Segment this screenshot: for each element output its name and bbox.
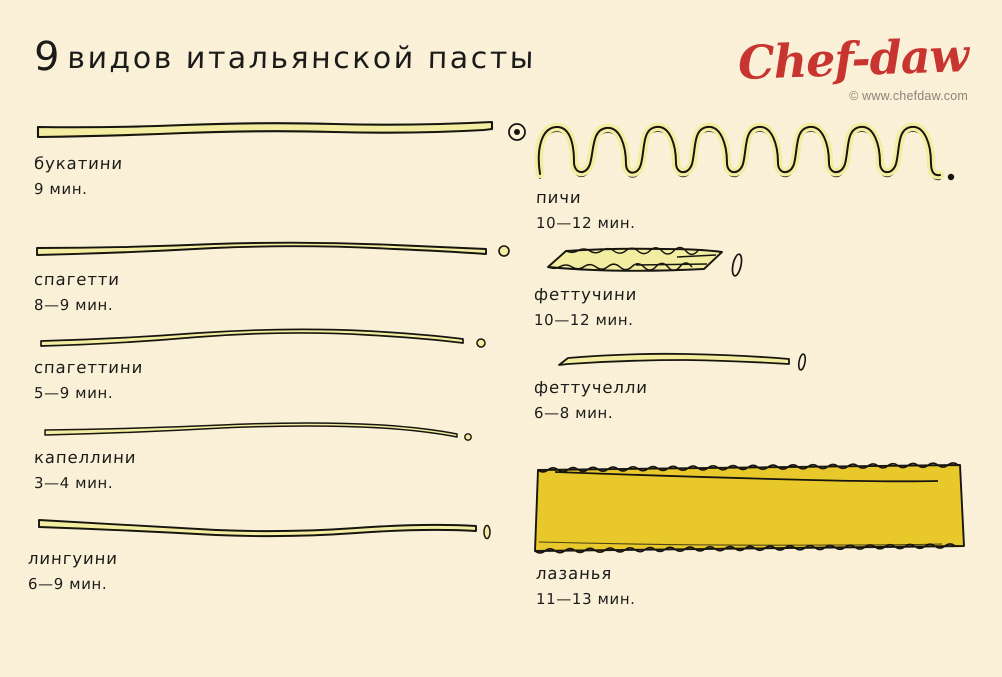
bucatini-name: букатини [33,154,124,173]
linguine-cross-section-oval-icon [483,524,491,540]
linguine-caption: лингуини 6—9 мин. [27,549,119,593]
bucatini-caption: букатини 9 мин. [33,154,124,198]
spaghetti-name: спагетти [33,270,121,289]
lasagna-caption: лазанья 11—13 мин. [536,564,636,608]
capellini-name: капеллини [33,448,137,467]
lasagna-illustration [534,462,965,554]
brand-url: © www.chefdaw.com [849,89,968,103]
spaghetti-cross-section-circle-icon [498,245,510,257]
spaghettini-caption: спагеттини 5—9 мин. [33,358,144,402]
fettuccine-time: 10—12 мин. [533,311,634,329]
capellini-caption: капеллини 3—4 мин. [33,448,137,492]
page-title-number: 9 [33,34,61,80]
spaghettini-time: 5—9 мин. [33,384,114,402]
fettuccine-caption: феттучини 10—12 мин. [533,285,638,329]
fettuccine-name: феттучини [533,285,638,304]
pici-name: пичи [535,188,583,207]
capellini-time: 3—4 мин. [33,474,114,492]
fettuccine-cross-section-oval-icon [731,253,743,277]
bucatini-illustration [36,120,494,139]
linguine-name: лингуини [27,549,119,568]
linguine-illustration [38,519,477,538]
fettucelli-illustration [558,352,790,366]
fettucelli-name: феттучелли [533,378,649,397]
capellini-illustration [44,422,458,438]
page-title-text: видов итальянской пасты [66,41,537,76]
spaghetti-illustration [36,241,487,256]
pici-time: 10—12 мин. [535,214,636,232]
bucatini-cross-section-ring-icon [508,123,526,141]
pici-caption: пичи 10—12 мин. [536,188,636,232]
lasagna-name: лазанья [535,564,613,583]
spaghettini-illustration [40,328,464,347]
fettucelli-caption: феттучелли 6—8 мин. [533,378,649,422]
spaghettini-cross-section-circle-icon [476,338,486,348]
spaghetti-caption: спагетти 8—9 мин. [33,270,121,314]
fettuccine-illustration [547,246,723,272]
linguine-time: 6—9 мин. [27,575,108,593]
lasagna-time: 11—13 мин. [535,590,636,608]
capellini-cross-section-circle-icon [464,433,472,441]
fettucelli-cross-section-oval-icon [797,353,807,371]
fettucelli-time: 6—8 мин. [533,404,614,422]
brand-logo[interactable]: Chef-daw © www.chefdaw.com [737,28,969,103]
brand-wordmark: Chef-daw [736,28,969,90]
pici-illustration [534,122,955,181]
spaghettini-name: спагеттини [33,358,144,377]
spaghetti-time: 8—9 мин. [33,296,114,314]
bucatini-time: 9 мин. [33,180,88,198]
